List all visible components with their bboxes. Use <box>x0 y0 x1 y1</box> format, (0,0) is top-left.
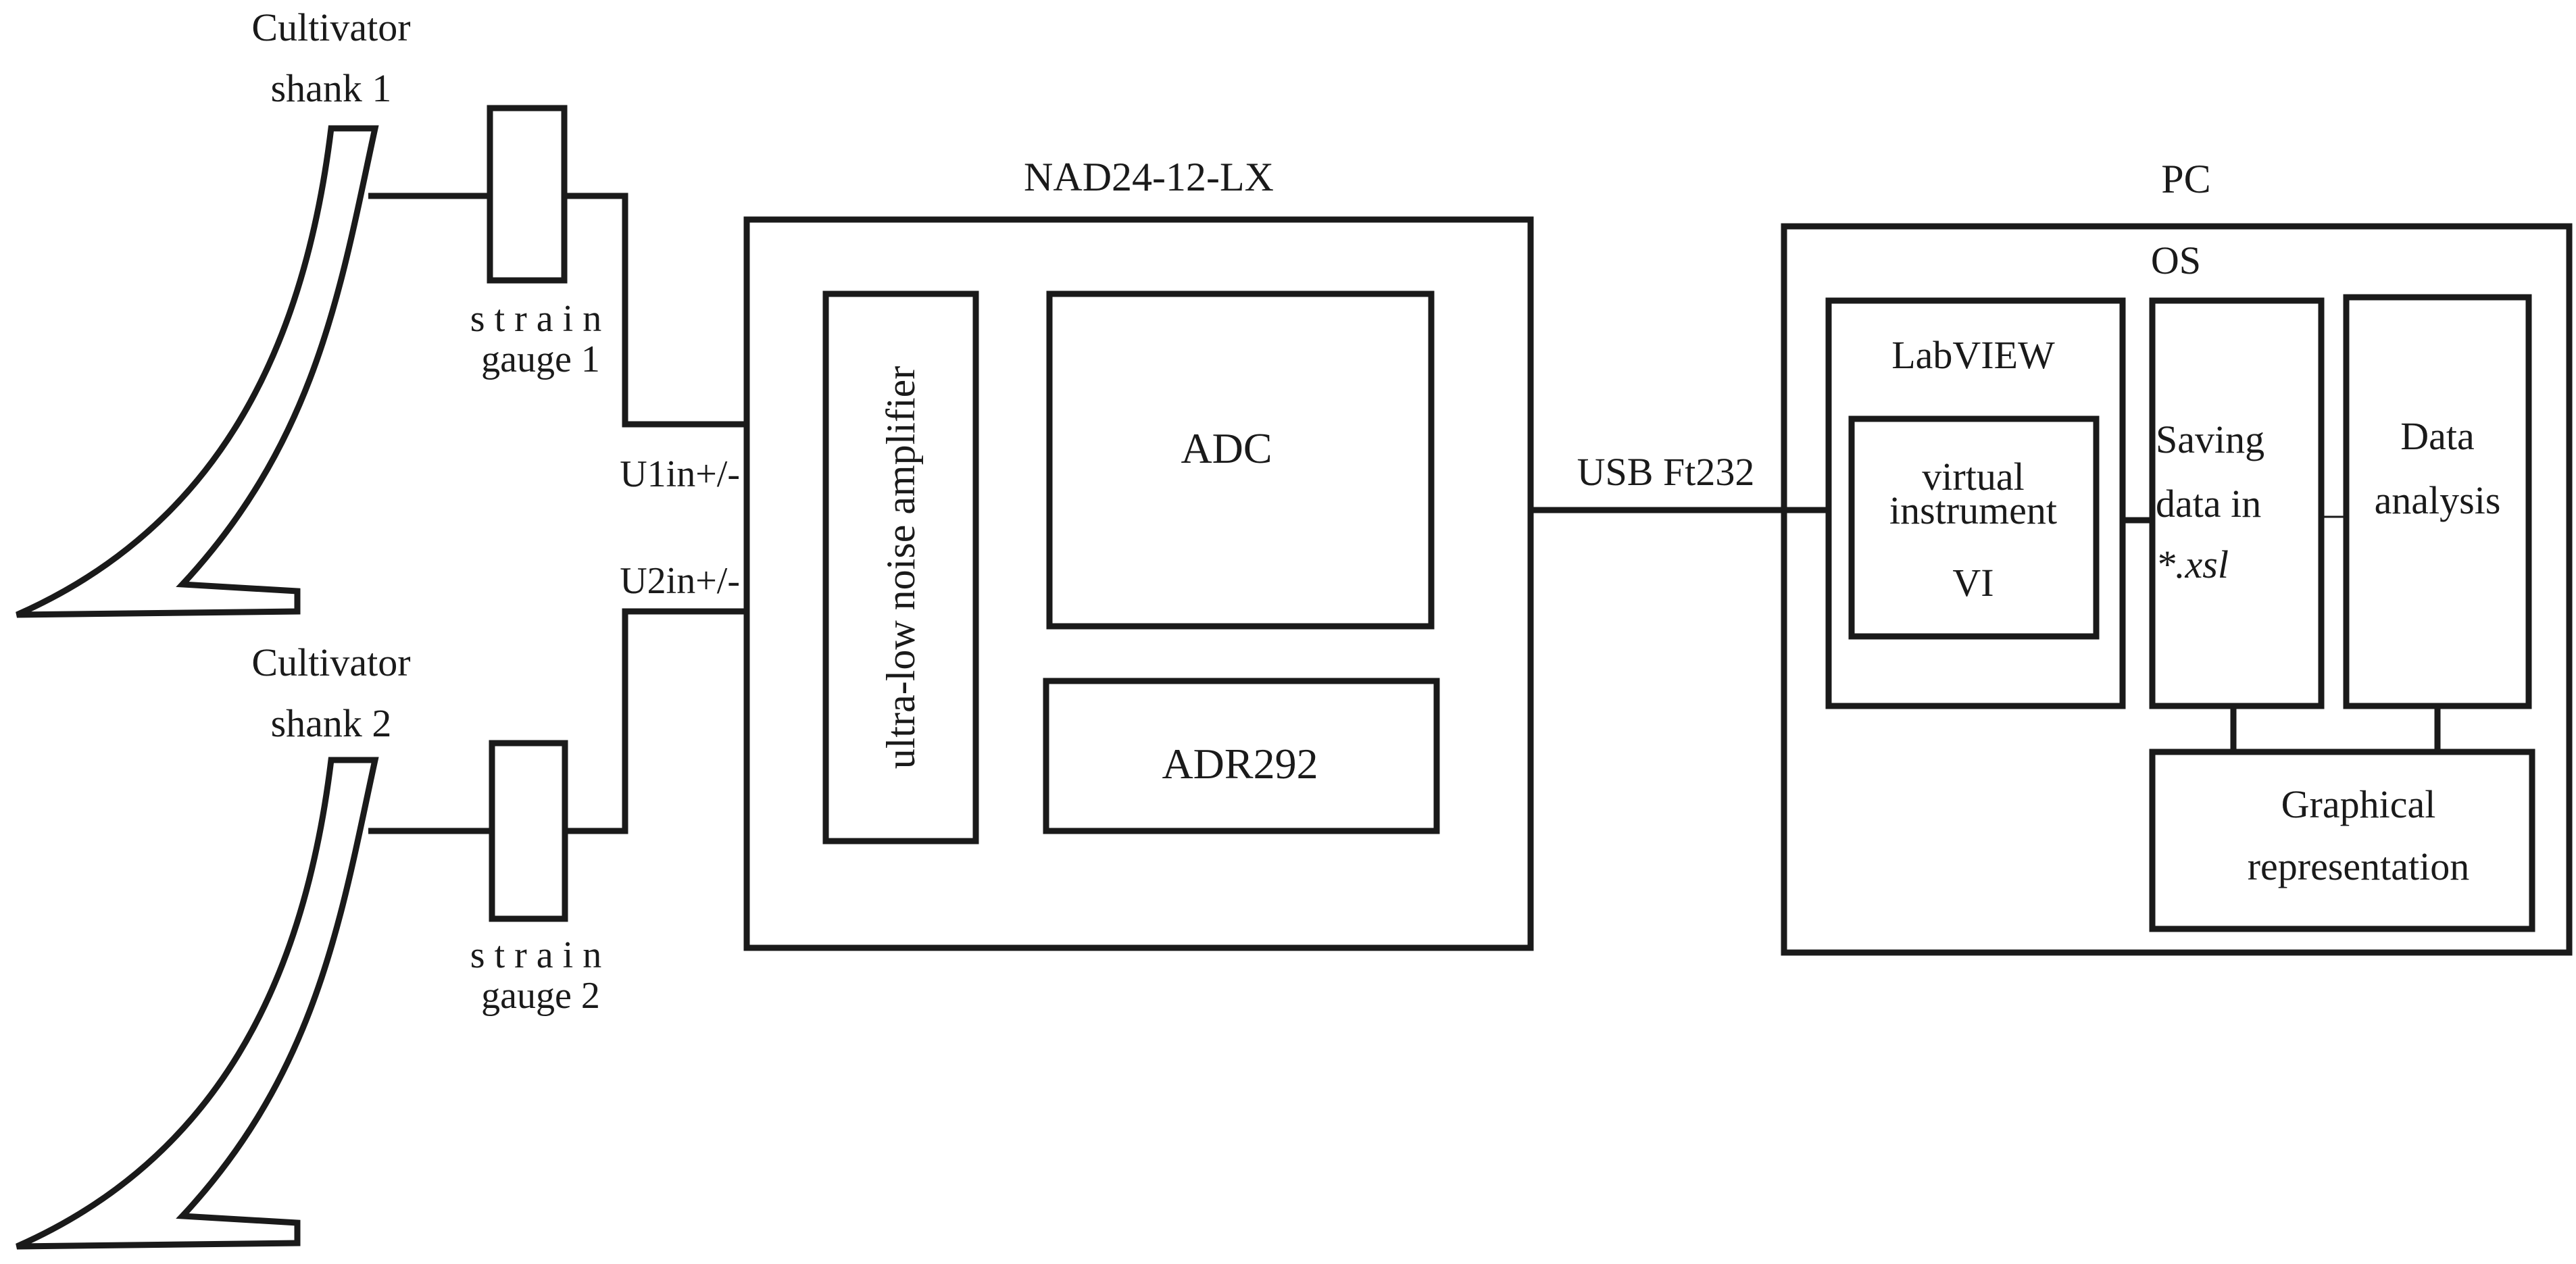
gauge1-label-line1: strain <box>470 298 611 340</box>
cultivator-shank-1 <box>16 125 379 618</box>
vi-box <box>1848 415 2100 640</box>
pc-title: PC <box>2161 157 2210 201</box>
strain-gauge-2 <box>489 740 568 922</box>
graphical-label-line1: Graphical <box>2281 782 2436 826</box>
saving-label-line1: Saving <box>2156 418 2264 461</box>
saving-label-line3: *.xsl <box>2156 542 2229 586</box>
vi-label-line1: virtual <box>1922 455 2024 499</box>
labview-box <box>1825 297 2126 709</box>
wire-gauge2-u2 <box>565 608 747 834</box>
shank1-title-line1: Cultivator <box>251 5 410 49</box>
u2-input-label: U2in+/- <box>620 560 740 602</box>
gauge2-label-line1: strain <box>470 934 611 976</box>
amplifier-box <box>822 290 979 844</box>
gauge1-label-line2: gauge 1 <box>481 338 600 380</box>
amplifier-label: ultra-low noise amplifier <box>878 366 923 769</box>
wire-gauge1-u1 <box>564 193 747 428</box>
shank2-title-line1: Cultivator <box>251 640 410 684</box>
strain-gauge-1 <box>487 105 568 284</box>
os-label: OS <box>2151 238 2201 282</box>
graphical-box <box>2149 749 2535 932</box>
saving-box <box>2149 297 2325 709</box>
shank1-title-line2: shank 1 <box>271 66 392 110</box>
cultivator-shank-2 <box>16 757 379 1250</box>
pc-box <box>1781 223 2573 956</box>
shank2-title-line2: shank 2 <box>271 701 392 745</box>
saving-label-line2: data in <box>2156 482 2261 526</box>
adr292-box <box>1043 678 1440 834</box>
vi-label-line2: instrument <box>1889 488 2057 532</box>
usb-link-label: USB Ft232 <box>1577 450 1755 494</box>
vi-label-line3: VI <box>1952 561 1993 605</box>
graphical-label-line2: representation <box>2248 844 2470 888</box>
adc-label: ADC <box>1181 424 1272 472</box>
adc-box <box>1046 290 1435 630</box>
labview-label: LabVIEW <box>1891 333 2055 377</box>
analysis-label-line2: analysis <box>2375 478 2501 522</box>
u1-input-label: U1in+/- <box>620 453 740 495</box>
gauge2-label-line2: gauge 2 <box>481 975 600 1017</box>
nad-module-box <box>743 216 1534 951</box>
nad-module-title: NAD24-12-LX <box>1024 155 1274 199</box>
adr292-label: ADR292 <box>1162 740 1318 788</box>
analysis-label-line1: Data <box>2400 414 2475 458</box>
